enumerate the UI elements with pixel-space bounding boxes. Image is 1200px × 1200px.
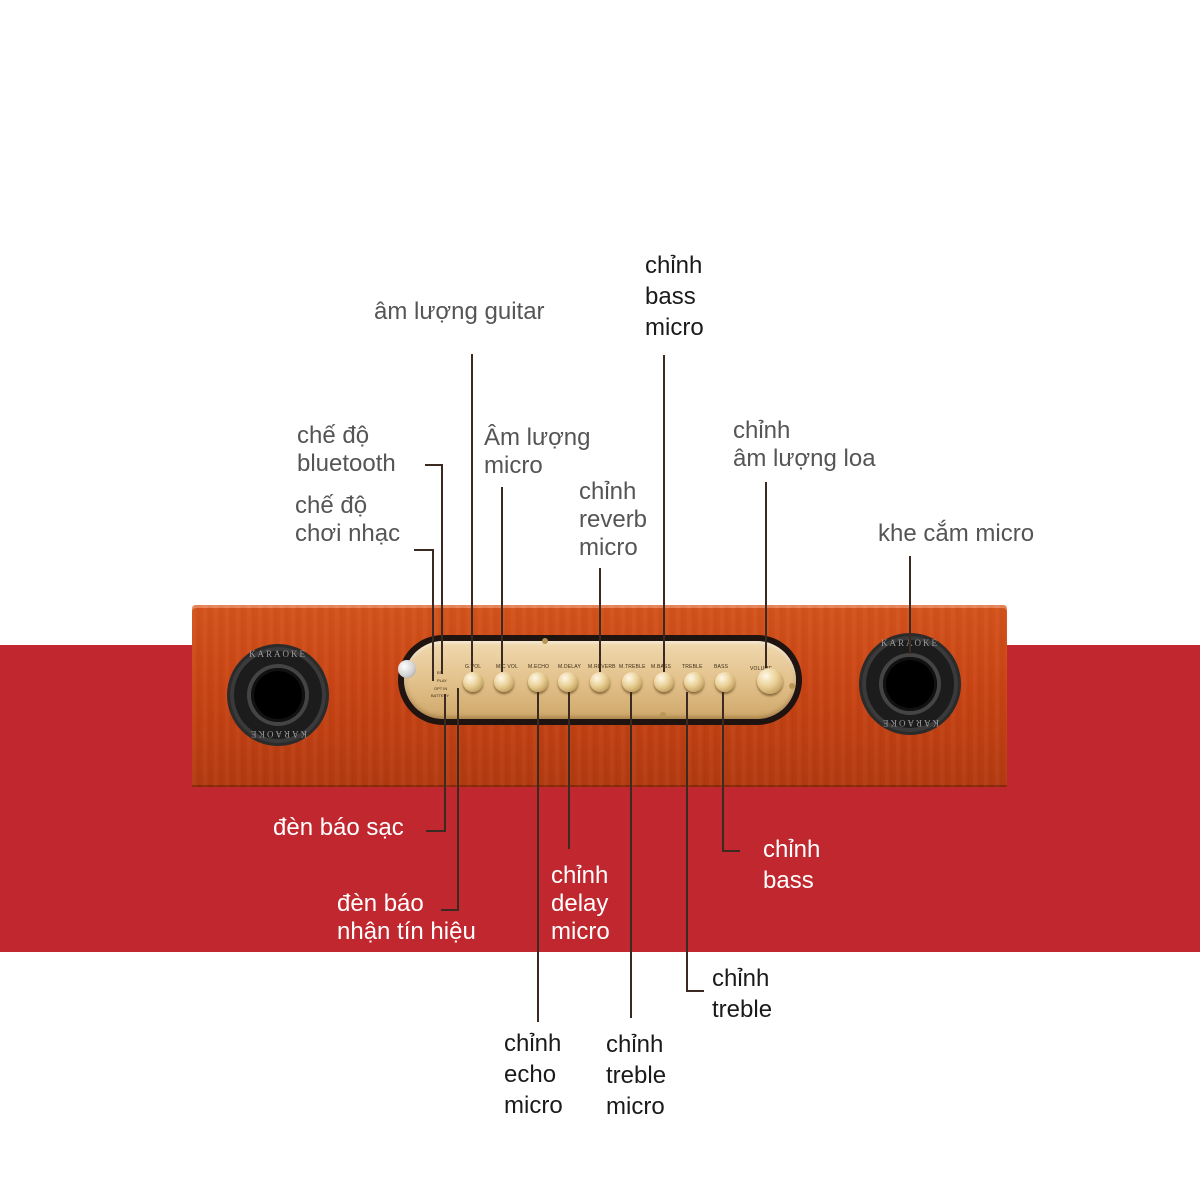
label-bass-micro: chỉnh bass micro: [645, 252, 704, 341]
leader-line: [441, 464, 443, 674]
label-reverb-micro: chỉnh reverb micro: [579, 478, 648, 561]
label-bass: chỉnh bass: [763, 836, 821, 894]
leader-line: [426, 830, 446, 832]
master-volume-knob[interactable]: [757, 668, 783, 694]
mode-button[interactable]: [398, 660, 416, 678]
leader-line: [686, 990, 704, 992]
leader-line: [414, 549, 434, 551]
mic-delay-knob[interactable]: [558, 672, 578, 692]
leader-line: [686, 692, 688, 992]
label-delay-micro: chỉnh delay micro: [551, 862, 610, 945]
knob-label-volume: VOLUME: [750, 666, 773, 672]
jack-ring-text: KARAOKE: [881, 718, 939, 728]
leader-line: [909, 556, 911, 654]
leader-line: [663, 355, 665, 672]
label-music-mode: chế độ chơi nhạc: [295, 492, 401, 547]
label-mic-jack: khe cắm micro: [878, 520, 1035, 547]
jack-hole: [883, 657, 937, 711]
label-treble-micro: chỉnh treble micro: [606, 1031, 667, 1120]
jack-ring-text: KARAOKE: [249, 729, 307, 739]
leader-line: [568, 692, 570, 849]
leader-line: [444, 694, 446, 832]
leader-line: [722, 850, 740, 852]
leader-line: [630, 692, 632, 1018]
knob-label-m-treble: M.TREBLE: [619, 664, 646, 670]
knob-label-m-delay: M.DELAY: [558, 664, 581, 670]
knob-label-m-reverb: M.REVERB: [588, 664, 616, 670]
leader-line: [537, 692, 539, 1022]
jack-ring-text: KARAOKE: [249, 649, 307, 659]
leader-line: [501, 487, 503, 672]
label-echo-micro: chỉnh echo micro: [504, 1030, 563, 1119]
panel-screw: [789, 683, 795, 689]
label-guitar-volume: âm lượng guitar: [374, 298, 545, 325]
knob-label-m-echo: M.ECHO: [528, 664, 550, 670]
mic-reverb-knob[interactable]: [590, 672, 610, 692]
knob-label-g-vol: G.VOL: [465, 664, 482, 670]
panel-screw: [660, 712, 666, 718]
bass-knob[interactable]: [715, 672, 735, 692]
leader-line: [471, 354, 473, 672]
mic-jack-left: KARAOKE KARAOKE: [230, 647, 326, 743]
label-micro-volume: Âm lượng micro: [484, 424, 591, 479]
knob-label-bass: BASS: [714, 664, 729, 670]
knob-label-m-bass: M.BASS: [651, 664, 672, 670]
led-label-opt-in: OPT IN: [434, 686, 448, 691]
leader-line: [722, 692, 724, 852]
led-label-battery: BATTERY: [431, 693, 450, 698]
label-treble: chỉnh treble: [712, 965, 773, 1023]
led-label-bt: BT: [437, 670, 443, 675]
leader-line: [441, 909, 459, 911]
leader-line: [599, 568, 601, 672]
label-speaker-volume: chỉnh âm lượng loa: [733, 417, 876, 472]
leader-line: [765, 482, 767, 668]
leader-line: [425, 464, 443, 466]
mic-treble-knob[interactable]: [622, 672, 642, 692]
label-signal-led: đèn báo nhận tín hiệu: [337, 890, 476, 945]
label-bluetooth-mode: chế độ bluetooth: [297, 422, 396, 477]
knob-label-mic-vol: MIC VOL: [496, 664, 518, 670]
knob-label-treble: TREBLE: [682, 664, 703, 670]
jack-hole: [251, 668, 305, 722]
led-label-play: PLAY: [437, 678, 447, 683]
mic-echo-knob[interactable]: [528, 672, 548, 692]
treble-knob[interactable]: [684, 672, 704, 692]
guitar-volume-knob[interactable]: [463, 672, 483, 692]
mic-bass-knob[interactable]: [654, 672, 674, 692]
leader-line: [457, 688, 459, 911]
mic-volume-knob[interactable]: [494, 672, 514, 692]
leader-line: [432, 549, 434, 681]
panel-screw: [542, 638, 548, 644]
label-charge-led: đèn báo sạc: [273, 814, 404, 841]
